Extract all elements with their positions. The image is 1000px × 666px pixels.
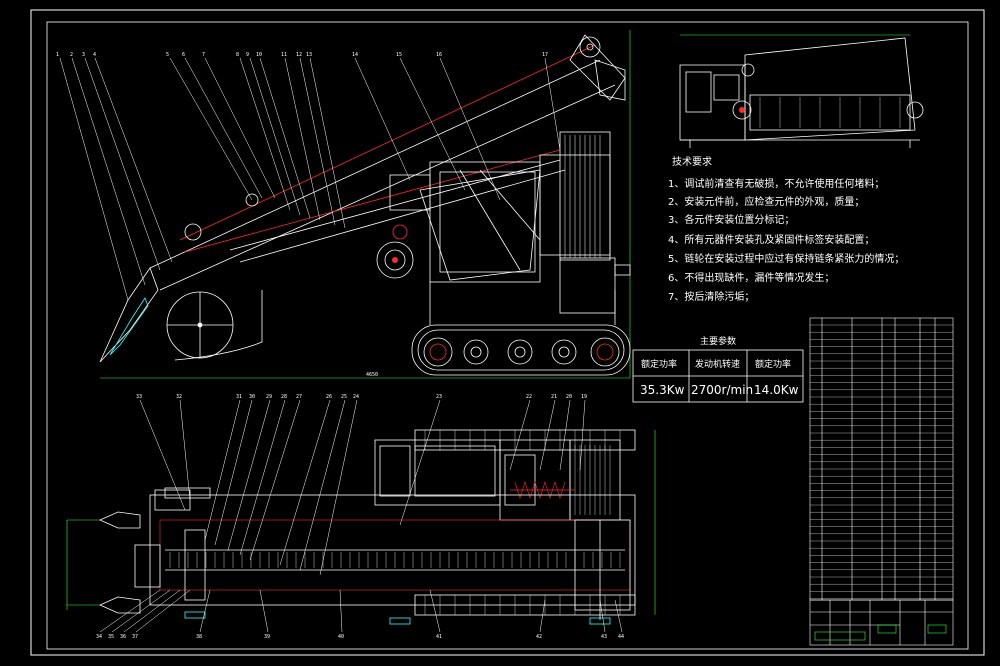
svg-text:6: 6 — [182, 52, 185, 58]
params-value: 2700r/min — [691, 383, 753, 397]
svg-text:3: 3 — [82, 52, 85, 58]
svg-text:31: 31 — [236, 394, 242, 400]
tech-req-line: 3、各元件安装位置分标记； — [668, 213, 794, 226]
tech-requirements-title: 技术要求 — [672, 155, 712, 168]
end-view — [679, 34, 924, 148]
svg-text:22: 22 — [526, 394, 532, 400]
svg-text:12: 12 — [296, 52, 302, 58]
inner-frame — [46, 21, 969, 650]
side-view: 4650 — [56, 30, 631, 379]
params-value: 35.3Kw — [640, 383, 685, 397]
svg-text:27: 27 — [296, 394, 302, 400]
svg-text:9: 9 — [246, 52, 249, 58]
svg-text:11: 11 — [281, 52, 287, 58]
svg-text:32: 32 — [176, 394, 182, 400]
params-header: 额定功率 — [755, 358, 791, 370]
svg-text:17: 17 — [542, 52, 548, 58]
svg-text:7: 7 — [202, 52, 205, 58]
tech-req-line: 6、不得出现缺件，漏件等情况发生； — [668, 271, 834, 284]
svg-text:25: 25 — [341, 394, 347, 400]
svg-text:24: 24 — [353, 394, 359, 400]
top-view: 33 32 31 30 29 28 27 26 25 24 23 22 21 20 19 34 35 3… — [66, 394, 656, 640]
svg-text:38: 38 — [196, 634, 202, 640]
svg-text:4650: 4650 — [366, 372, 378, 378]
svg-text:19: 19 — [581, 394, 587, 400]
main-params-table: 主要参数 额定功率 发动机转速 额定功率 35.3Kw 2700r/min 14… — [632, 335, 804, 403]
outer-frame — [30, 9, 985, 656]
svg-text:10: 10 — [256, 52, 262, 58]
svg-text:15: 15 — [396, 52, 402, 58]
svg-text:34: 34 — [96, 634, 102, 640]
tech-req-line: 4、所有元器件安装孔及紧固件标签安装配置； — [668, 233, 874, 246]
tech-req-line: 1、调试前清查有无破损，不允许使用任何堵料； — [668, 177, 884, 190]
svg-text:14: 14 — [352, 52, 358, 58]
svg-text:35: 35 — [108, 634, 114, 640]
params-header: 额定功率 — [641, 358, 677, 370]
svg-text:28: 28 — [281, 394, 287, 400]
svg-text:23: 23 — [436, 394, 442, 400]
svg-text:26: 26 — [326, 394, 332, 400]
svg-text:41: 41 — [436, 634, 442, 640]
svg-text:40: 40 — [338, 634, 344, 640]
svg-text:5: 5 — [166, 52, 169, 58]
svg-text:29: 29 — [266, 394, 272, 400]
tech-req-line: 2、安装元件前，应检查元件的外观，质量； — [668, 195, 864, 208]
svg-text:36: 36 — [120, 634, 126, 640]
parts-list — [809, 317, 954, 646]
svg-text:39: 39 — [264, 634, 270, 640]
params-title: 主要参数 — [700, 335, 736, 347]
svg-text:13: 13 — [306, 52, 312, 58]
svg-text:1: 1 — [56, 52, 59, 58]
svg-text:20: 20 — [566, 394, 572, 400]
svg-text:43: 43 — [601, 634, 607, 640]
svg-text:42: 42 — [536, 634, 542, 640]
svg-text:30: 30 — [249, 394, 255, 400]
params-header: 发动机转速 — [695, 358, 740, 370]
svg-text:44: 44 — [618, 634, 624, 640]
svg-text:21: 21 — [551, 394, 557, 400]
svg-text:4: 4 — [93, 52, 96, 58]
svg-text:16: 16 — [436, 52, 442, 58]
svg-text:37: 37 — [132, 634, 138, 640]
tech-requirements: 技术要求 1、调试前清查有无破损，不允许使用任何堵料； 2、安装元件前，应检查元… — [668, 155, 904, 303]
svg-text:8: 8 — [236, 52, 239, 58]
svg-text:33: 33 — [136, 394, 142, 400]
params-value: 14.0Kw — [754, 383, 799, 397]
svg-text:2: 2 — [70, 52, 73, 58]
tech-req-line: 5、链轮在安装过程中应过有保持链条紧张力的情况； — [668, 252, 904, 265]
tech-req-line: 7、按后清除污垢； — [668, 290, 754, 303]
